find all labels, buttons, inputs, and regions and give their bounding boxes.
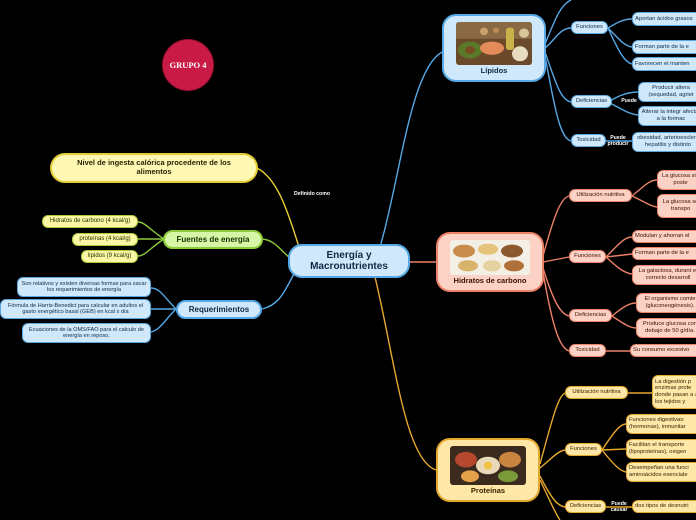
proteinas-puede-causar-label: Puede causar [610,501,628,513]
lipidos-toxicity-value[interactable]: obesidad, arterioesclero hepatitis y dis… [632,132,696,152]
energy-sources-node[interactable]: Fuentes de energía [163,230,263,249]
hidratos-use[interactable]: Utilización nutritiva [569,189,632,202]
proteinas-functions[interactable]: Funciones [565,443,602,456]
group-badge: GRUPO 4 [163,40,213,90]
proteinas-deficiencies[interactable]: Deficiencias [565,500,606,513]
hidratos-function-1[interactable]: Modulan y ahorran el [632,230,696,243]
lipidos-function-2[interactable]: Forman parte de la e [632,40,696,54]
proteinas-function-2[interactable]: Facilitan el transporte (lipoproteínas),… [626,439,696,459]
lipidos-title: Lípidos [480,66,508,76]
hidratos-functions[interactable]: Funciones [569,250,606,263]
proteinas-use[interactable]: Utilización nutritiva [565,386,628,399]
lipidos-deficiency-1[interactable]: Producir altera (sequedad, agriet [638,82,696,102]
hidratos-title: Hidratos de carbono [453,276,527,286]
requirement-relative[interactable]: Son relativos y existen diversas formas … [17,277,151,297]
hidratos-use-1[interactable]: La glucosa sin poste [657,170,696,190]
lipidos-toxicity[interactable]: Toxicidad [571,134,606,147]
source-carbohydrates[interactable]: Hidratos de carbono (4 kcal/g) [42,215,138,228]
link-center-definition [256,167,301,251]
hidratos-toxicity[interactable]: Toxicidad [569,344,606,357]
lipidos-function-1[interactable]: Aportan ácidos grasos [632,12,696,26]
lipidos-deficiencies[interactable]: Deficiencias [571,95,612,108]
lipids-food-image [456,22,532,65]
proteinas-function-3[interactable]: Desempeñan una funci aminoácidos esencia… [626,462,696,482]
proteinas-node[interactable]: Proteínas [436,438,540,502]
link-center-sources [261,238,291,259]
link-center-requirements [261,271,296,310]
proteins-food-image [450,446,526,485]
requirements-node[interactable]: Requerimientos [176,300,262,319]
requirement-oms-fao[interactable]: Ecuaciones de la OMS/FAO para el calculo… [22,323,151,343]
hidratos-toxicity-value[interactable]: Su consumo excesivo [630,344,696,357]
link-center-proteinas [374,276,437,471]
source-proteins[interactable]: proteínas (4 kcal/g) [72,233,138,246]
lipidos-deficiency-2[interactable]: Alterar la integr afectar a la formac [638,106,696,126]
hidratos-function-2[interactable]: Forman parte de la e [632,247,696,260]
hidratos-deficiency-2[interactable]: Produce glucosa con debajo de 50 g/día. [636,318,696,338]
hidratos-node[interactable]: Hidratos de carbono [436,232,544,292]
proteinas-use-value[interactable]: La digestión p enzimas prote donde pasan… [652,375,696,409]
lipidos-puede-label: Puede [621,98,637,104]
hidratos-use-2[interactable]: La glucosa se transpo [657,194,696,218]
carbohydrates-food-image [450,240,530,275]
requirement-harris-benedict[interactable]: Fórmula de Harris-Benedict para calcular… [0,299,151,319]
central-topic[interactable]: Energía y Macronutrientes [288,244,410,278]
lipidos-functions[interactable]: Funciones [571,21,608,34]
proteinas-function-1[interactable]: Funciones digestivas: (hormonas), inmuni… [626,414,696,434]
link-center-lipidos [379,51,443,248]
source-lipids[interactable]: lípidos (9 kcal/g) [81,250,138,263]
lipidos-function-3[interactable]: Favorecen el manten [632,57,696,71]
hidratos-deficiencies[interactable]: Deficiencias [569,309,612,322]
definition-link-label: Definido como [293,191,331,197]
hidratos-function-3[interactable]: La galactosa, durant el correcto desarro… [632,265,696,285]
definition-node[interactable]: Nivel de ingesta calórica procedente de … [50,153,258,183]
proteinas-deficiency-value[interactable]: dos tipos de desnutri [632,500,696,513]
hidratos-deficiency-1[interactable]: El organismo comie (gluconeogénesis). [636,293,696,313]
lipidos-node[interactable]: Lípidos [442,14,546,82]
proteinas-title: Proteínas [470,486,506,496]
lipidos-puede-producir-label: Puede producir [607,135,629,147]
